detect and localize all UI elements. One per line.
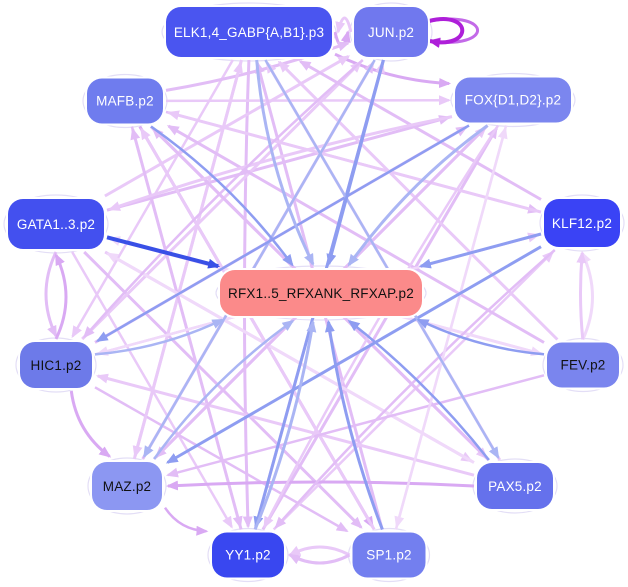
node-label: JUN.p2 bbox=[367, 24, 415, 40]
node-label: FEV.p2 bbox=[560, 357, 606, 373]
edge-yy1-klf bbox=[272, 250, 555, 531]
edge-fev-rfx bbox=[416, 318, 545, 356]
edge-jun-jun bbox=[428, 17, 465, 48]
node-mafb-p2[interactable]: MAFB.p2 bbox=[87, 78, 163, 124]
node-elk1-4-gabp-a-b1-p3[interactable]: ELK1,4_GABP{A,B1}.p3 bbox=[166, 7, 332, 57]
edge-klf-rfx bbox=[418, 232, 542, 269]
node-pax5-p2[interactable]: PAX5.p2 bbox=[477, 463, 553, 509]
node-yy1-p2[interactable]: YY1.p2 bbox=[212, 532, 284, 578]
edge-sp1-rfx bbox=[324, 319, 384, 531]
edge-sp1-yy1 bbox=[288, 545, 351, 557]
node-label: FOX{D1,D2}.p2 bbox=[464, 92, 562, 108]
node-fev-p2[interactable]: FEV.p2 bbox=[547, 342, 619, 388]
edge-elk-rfx bbox=[255, 59, 315, 266]
edge-fox-sp1 bbox=[394, 125, 508, 529]
node-label: SP1.p2 bbox=[366, 547, 412, 563]
edge-fox-hic bbox=[95, 124, 470, 342]
edge-fox-gata bbox=[108, 115, 453, 211]
edge-yy1-rfx bbox=[253, 319, 317, 531]
node-maz-p2[interactable]: MAZ.p2 bbox=[92, 462, 162, 510]
edge-gata-jun bbox=[104, 55, 351, 198]
edge-fev-maz bbox=[165, 374, 545, 478]
edge-gata-rfx bbox=[106, 235, 221, 269]
edge-fox-rfx bbox=[347, 124, 489, 267]
edge-hic-gata bbox=[54, 253, 68, 340]
edge-jun-maz bbox=[143, 59, 376, 459]
node-fox-d1-d2-p2[interactable]: FOX{D1,D2}.p2 bbox=[455, 77, 571, 123]
node-ring bbox=[539, 194, 625, 252]
node-ring bbox=[87, 457, 167, 515]
edge-jun-elk bbox=[335, 16, 353, 34]
node-label: GATA1..3.p2 bbox=[16, 216, 96, 232]
edge-yy1-fox bbox=[261, 126, 498, 531]
node-label: RFX1..5_RFXANK_RFXAP.p2 bbox=[228, 285, 414, 301]
node-label: HIC1.p2 bbox=[30, 357, 82, 373]
edge-mafb-fox bbox=[165, 95, 451, 106]
edge-sp1-yy1 bbox=[288, 553, 351, 565]
node-label: YY1.p2 bbox=[225, 547, 271, 563]
edge-mafb-rfx bbox=[150, 125, 294, 267]
edge-jun-hic bbox=[82, 59, 364, 339]
node-label: MAFB.p2 bbox=[96, 93, 154, 109]
edge-klf-elk bbox=[298, 60, 542, 201]
node-hic1-p2[interactable]: HIC1.p2 bbox=[20, 342, 92, 388]
edge-pax-maz bbox=[166, 480, 475, 491]
edge-fev-klf bbox=[580, 251, 594, 341]
node-ring bbox=[207, 527, 289, 583]
edge-fev-mafb bbox=[166, 124, 545, 344]
edge-elk-pax bbox=[264, 59, 500, 460]
node-klf12-p2[interactable]: KLF12.p2 bbox=[544, 199, 620, 247]
edge-maz-elk bbox=[132, 60, 243, 460]
node-ring bbox=[450, 72, 576, 128]
edge-maz-yy1 bbox=[163, 506, 209, 536]
edge-klf-maz bbox=[165, 245, 542, 464]
edge-pax-hic bbox=[95, 373, 475, 477]
node-rfx1-5-rfxank-rfxap-p2[interactable]: RFX1..5_RFXANK_RFXAP.p2 bbox=[220, 270, 422, 316]
node-label: KLF12.p2 bbox=[551, 215, 613, 231]
edge-hic-rfx bbox=[94, 318, 225, 356]
edge-fev-elk bbox=[277, 60, 559, 341]
edge-jun-rfx bbox=[326, 59, 385, 267]
node-sp1-p2[interactable]: SP1.p2 bbox=[352, 532, 426, 578]
edge-klf-yy1 bbox=[274, 249, 556, 529]
node-gata1-3-p2[interactable]: GATA1..3.p2 bbox=[8, 199, 104, 249]
edge-fev-klf bbox=[576, 251, 587, 340]
edge-fox-yy1 bbox=[263, 124, 500, 529]
node-ring bbox=[215, 265, 427, 321]
node-jun-p2[interactable]: JUN.p2 bbox=[354, 7, 428, 57]
edge-hic-maz bbox=[69, 390, 112, 458]
edge-hic-jun bbox=[81, 60, 363, 341]
edge-sp1-mafb bbox=[140, 127, 376, 531]
node-label: MAZ.p2 bbox=[102, 478, 152, 494]
edge-maz-rfx bbox=[153, 319, 295, 460]
edge-pax-rfx bbox=[347, 319, 490, 461]
edge-pax-gata bbox=[105, 252, 475, 464]
edge-gata-hic bbox=[44, 251, 58, 338]
node-label: PAX5.p2 bbox=[488, 478, 542, 494]
node-label: ELK1,4_GABP{A,B1}.p3 bbox=[173, 24, 325, 40]
